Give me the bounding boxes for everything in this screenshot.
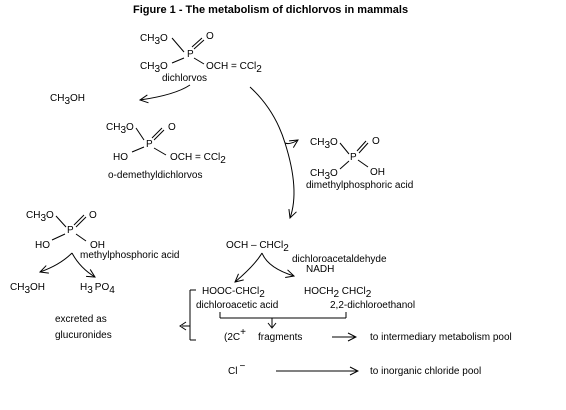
phosphorus-atom: P: [146, 139, 153, 150]
label-chloride-pool: to inorganic chloride pool: [370, 366, 481, 377]
arrow-to-methanol-2: [40, 252, 73, 272]
phosphorus-atom: P: [350, 152, 357, 163]
phosphorus-atom: P: [187, 49, 194, 60]
arrow-main-down: [249, 86, 286, 144]
methoxy-group-top: CH3O: [310, 137, 338, 151]
dichloroethanol-formula: HOCH2 CHCl2: [304, 286, 372, 300]
methoxy-group-bottom: CH3O: [140, 61, 168, 75]
label-dichlorvos: dichlorvos: [162, 73, 207, 84]
dichlorvos-structure: CH3O P O CH3O OCH = CCl2 dichlorvos: [140, 31, 262, 84]
label-intermediary-pool: to intermediary metabolism pool: [370, 332, 512, 343]
arrow-to-dichloroethanol: [261, 252, 294, 276]
phosphorus-atom: P: [67, 225, 74, 236]
two-carbon-fragments: (2C+fragments: [224, 327, 302, 343]
methanol-2: CH3OH: [10, 282, 45, 296]
oxo-atom: O: [89, 210, 97, 221]
arrow-to-methanol-1: [140, 84, 191, 100]
oxo-atom: O: [168, 122, 176, 133]
arrow-to-dichloroacetic-acid: [235, 252, 263, 282]
vinyl-group: OCH = CCl2: [206, 61, 262, 75]
methoxy-group: CH3O: [106, 122, 134, 136]
glucuronide-bracket: [179, 289, 196, 341]
label-glucuronides: glucuronides: [55, 330, 112, 341]
methylphosphoric-acid-structure: CH3O P O HO OH methylphosphoric acid: [26, 210, 180, 261]
label-dichloroacetaldehyde: dichloroacetaldehyde: [292, 254, 387, 265]
dimethylphosphoric-acid-structure: CH3O P O CH3O OH dimethylphosphoric acid: [306, 136, 413, 191]
vinyl-group: OCH = CCl2: [170, 152, 226, 166]
hydroxyl-group-left: HO: [35, 240, 50, 251]
label-o-demethyldichlorvos: o-demethyldichlorvos: [108, 170, 203, 181]
label-excreted-as: excreted as: [55, 314, 107, 325]
methoxy-group-bottom: CH3O: [310, 168, 338, 182]
dichloroacetaldehyde-formula: OCH – CHCl2: [226, 240, 289, 254]
chloride-ion: Cl−: [228, 361, 245, 377]
methoxy-group-top: CH3O: [140, 33, 168, 47]
o-demethyldichlorvos-structure: CH3O P O HO OCH = CCl2 o-demethyldichlor…: [106, 122, 226, 181]
arrow-to-dichloroacetaldehyde: [284, 142, 294, 218]
label-nadh: NADH: [306, 264, 334, 275]
label-dimethylphosphoric-acid: dimethylphosphoric acid: [306, 180, 413, 191]
label-dichloroethanol: 2,2-dichloroethanol: [330, 300, 415, 311]
hydroxyl-group-right: OH: [90, 240, 105, 251]
hydroxyl-group: OH: [370, 167, 385, 178]
figure-title: Figure 1 - The metabolism of dichlorvos …: [133, 4, 408, 16]
dichloroacetic-acid-formula: HOOC-CHCl2: [202, 286, 265, 300]
oxo-atom: O: [206, 31, 214, 42]
arrow-to-dimethylphosphoric: [284, 140, 298, 144]
arrow-to-phosphoric-acid: [71, 252, 95, 277]
label-dichloroacetic-acid: dichloroacetic acid: [196, 300, 278, 311]
methanol-1: CH3OH: [50, 93, 85, 107]
oxo-atom: O: [372, 136, 380, 147]
methoxy-group: CH3O: [26, 210, 54, 224]
hydroxyl-group: HO: [113, 152, 128, 163]
label-methylphosphoric-acid: methylphosphoric acid: [80, 250, 180, 261]
fragments-connector: [219, 312, 347, 329]
